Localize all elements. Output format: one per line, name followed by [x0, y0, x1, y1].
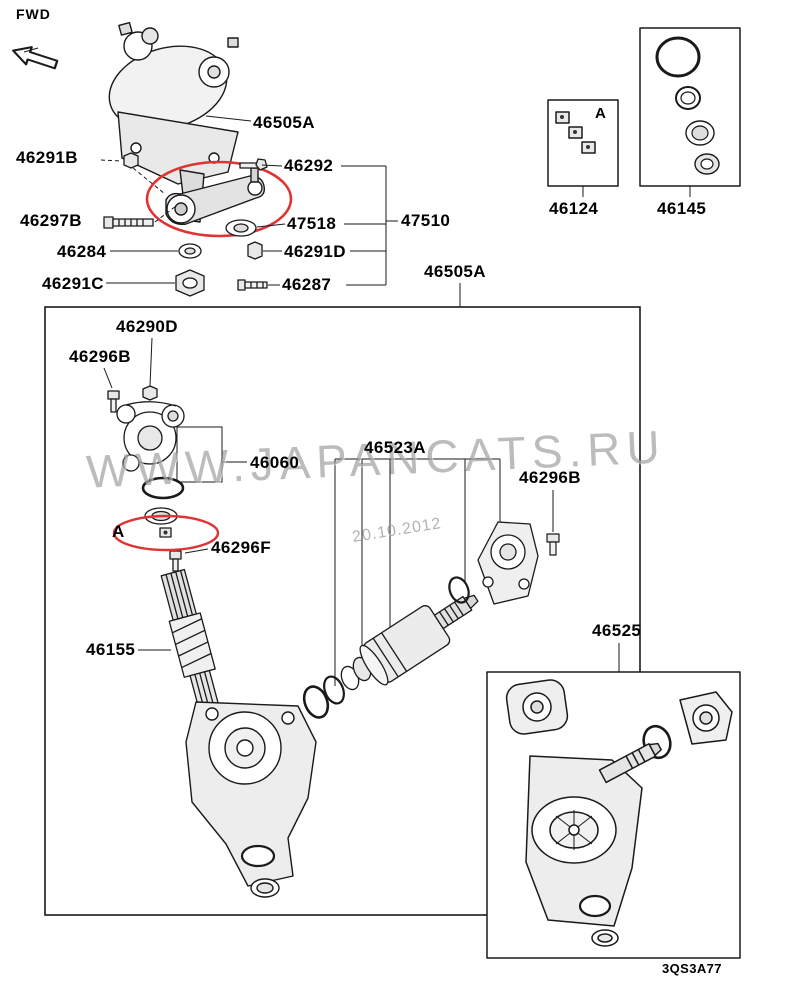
callout-46296B-right: 46296B — [519, 468, 581, 487]
fasteners-top — [103, 152, 268, 297]
seal-kit-46145-box — [639, 27, 741, 197]
callout-46155: 46155 — [86, 640, 136, 659]
callout-46296F: 46296F — [211, 538, 272, 557]
plate-code: 3QS3A77 — [662, 961, 722, 976]
bolt-46296B-right — [546, 490, 560, 556]
callout-46060: 46060 — [250, 453, 300, 472]
gear-housing — [185, 701, 317, 898]
callout-47510: 47510 — [401, 211, 451, 230]
red-highlight-pitman-arm — [145, 160, 293, 238]
callout-46291D: 46291D — [284, 242, 346, 261]
leader-lines-top — [100, 115, 461, 307]
pitman-arm — [165, 167, 266, 225]
callout-46284: 46284 — [57, 242, 107, 261]
callout-46525: 46525 — [592, 621, 642, 640]
callout-46292: 46292 — [284, 156, 334, 175]
callout-46290D: 46290D — [116, 317, 178, 336]
callout-47518: 47518 — [287, 214, 337, 233]
callout-46291B: 46291B — [16, 148, 78, 167]
callout-A-kit: A — [595, 105, 607, 122]
repair-kit-46525-box — [486, 643, 741, 959]
red-highlight-clip-a — [112, 514, 220, 552]
valve-housing-cover — [477, 521, 539, 605]
callout-46505A-top: 46505A — [253, 113, 315, 132]
callout-46523A: 46523A — [364, 438, 426, 457]
callout-46124: 46124 — [549, 199, 599, 218]
callout-46505A-box: 46505A — [424, 262, 486, 281]
callout-A-main: A — [112, 522, 125, 541]
callout-46297B: 46297B — [20, 211, 82, 230]
valve-piston-assembly — [302, 576, 479, 719]
callout-46291C: 46291C — [42, 274, 104, 293]
clip-kit-46124-box — [547, 99, 619, 197]
callout-46287: 46287 — [282, 275, 332, 294]
fwd-arrow-icon — [12, 46, 59, 70]
seal-kit-46523A-leaders — [334, 458, 501, 686]
main-assembly-box — [44, 306, 641, 916]
main-exploded-view — [103, 337, 247, 572]
callout-46145: 46145 — [657, 199, 707, 218]
fwd-label: FWD — [16, 6, 51, 22]
callout-46296B-left: 46296B — [69, 347, 131, 366]
